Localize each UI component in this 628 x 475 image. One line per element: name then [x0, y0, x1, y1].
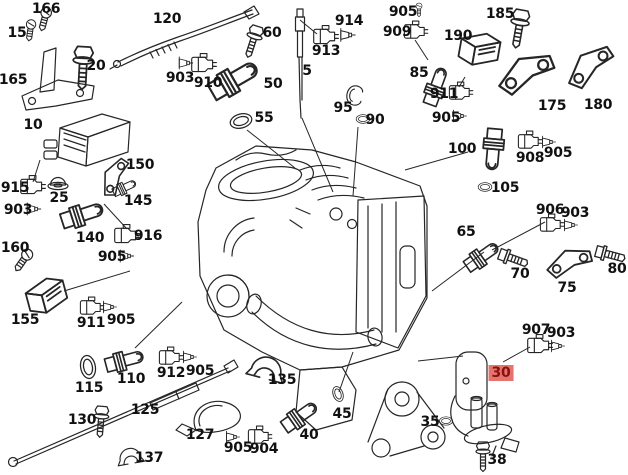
- part-120-sensor-cable: [109, 5, 260, 70]
- boltlong-icon: [239, 23, 266, 61]
- callout-908[interactable]: 908: [515, 150, 545, 166]
- connector-icon: [191, 52, 217, 73]
- bracket-icon: [563, 45, 619, 91]
- callout-115[interactable]: 115: [74, 380, 104, 396]
- sensor-icon: [460, 237, 503, 276]
- callout-904[interactable]: 904: [249, 441, 279, 457]
- callout-160[interactable]: 160: [0, 240, 30, 256]
- part-10-control-unit: [43, 113, 131, 167]
- connector-icon: [158, 346, 184, 365]
- callout-180[interactable]: 180: [583, 97, 613, 113]
- callout-190[interactable]: 190: [443, 28, 473, 44]
- callout-30-selected[interactable]: 30: [488, 365, 514, 381]
- callout-75[interactable]: 75: [557, 280, 577, 296]
- callout-10[interactable]: 10: [23, 117, 43, 133]
- connector-icon: [517, 130, 543, 149]
- callout-911[interactable]: 911: [429, 86, 459, 102]
- callout-140[interactable]: 140: [75, 230, 105, 246]
- callout-50[interactable]: 50: [263, 76, 283, 92]
- module-icon: [22, 273, 71, 318]
- callout-911[interactable]: 911: [76, 315, 106, 331]
- callout-145[interactable]: 145: [123, 193, 153, 209]
- callout-110[interactable]: 110: [116, 371, 146, 387]
- callout-90[interactable]: 90: [365, 112, 385, 128]
- callout-150[interactable]: 150: [125, 157, 155, 173]
- callout-35[interactable]: 35: [420, 414, 440, 430]
- callout-125[interactable]: 125: [130, 402, 160, 418]
- callout-127[interactable]: 127: [185, 427, 215, 443]
- callout-55[interactable]: 55: [254, 110, 274, 126]
- callout-5[interactable]: 5: [302, 63, 312, 79]
- callout-913[interactable]: 913: [311, 43, 341, 59]
- callout-38[interactable]: 38: [487, 452, 507, 468]
- callout-95[interactable]: 95: [333, 100, 353, 116]
- callout-20[interactable]: 20: [86, 58, 106, 74]
- oring-icon: [78, 353, 98, 381]
- callout-60[interactable]: 60: [262, 25, 282, 41]
- part-165-bracket: [21, 47, 95, 111]
- callout-165[interactable]: 165: [0, 72, 28, 88]
- plug-icon: [340, 28, 356, 42]
- callout-905[interactable]: 905: [223, 440, 253, 456]
- oring-icon: [330, 384, 346, 404]
- callout-910[interactable]: 910: [193, 75, 223, 91]
- callout-909[interactable]: 909: [382, 24, 412, 40]
- callout-915[interactable]: 915: [0, 180, 30, 196]
- part-127-cable-holder: [175, 400, 241, 437]
- callout-166[interactable]: 166: [31, 1, 61, 17]
- part-5-glow-plug: [294, 8, 306, 119]
- part-30-pump-assembly: [450, 351, 520, 457]
- callout-905[interactable]: 905: [185, 363, 215, 379]
- part-125-dipstick-tube: [7, 359, 239, 468]
- callout-105[interactable]: 105: [490, 180, 520, 196]
- callout-907[interactable]: 907: [521, 322, 551, 338]
- callout-100[interactable]: 100: [447, 141, 477, 157]
- callout-80[interactable]: 80: [607, 261, 627, 277]
- callout-175[interactable]: 175: [537, 98, 567, 114]
- sensor-icon: [480, 127, 507, 172]
- leader-lines: [32, 19, 546, 393]
- callout-15[interactable]: 15: [7, 25, 27, 41]
- plug-icon: [183, 350, 197, 364]
- callout-914[interactable]: 914: [334, 13, 364, 29]
- callout-903[interactable]: 903: [3, 202, 33, 218]
- engine-illustration: [197, 145, 446, 458]
- callout-85[interactable]: 85: [409, 65, 429, 81]
- callout-905[interactable]: 905: [388, 4, 418, 20]
- bracket-icon: [545, 242, 595, 286]
- callout-905[interactable]: 905: [106, 312, 136, 328]
- callout-25[interactable]: 25: [49, 190, 69, 206]
- callout-903[interactable]: 903: [546, 325, 576, 341]
- oring-icon: [227, 110, 255, 132]
- callout-70[interactable]: 70: [510, 266, 530, 282]
- callout-905[interactable]: 905: [97, 249, 127, 265]
- plug-icon: [178, 56, 194, 70]
- oring-icon: [477, 182, 493, 192]
- callout-135[interactable]: 135: [267, 372, 297, 388]
- callout-65[interactable]: 65: [456, 224, 476, 240]
- callout-130[interactable]: 130: [67, 412, 97, 428]
- connector-icon: [79, 296, 105, 315]
- callout-155[interactable]: 155: [10, 312, 40, 328]
- plug-icon: [551, 339, 565, 353]
- bracket-icon: [497, 50, 557, 100]
- callout-916[interactable]: 916: [133, 228, 163, 244]
- callout-903[interactable]: 903: [560, 205, 590, 221]
- callout-45[interactable]: 45: [332, 406, 352, 422]
- callout-903[interactable]: 903: [165, 70, 195, 86]
- callout-137[interactable]: 137: [134, 450, 164, 466]
- callout-40[interactable]: 40: [299, 427, 319, 443]
- callout-120[interactable]: 120: [152, 11, 182, 27]
- callout-185[interactable]: 185: [485, 6, 515, 22]
- callout-912[interactable]: 912: [156, 365, 186, 381]
- grommet-icon: [47, 176, 69, 191]
- oring-icon: [439, 416, 453, 426]
- callout-905[interactable]: 905: [543, 145, 573, 161]
- callout-905[interactable]: 905: [431, 110, 461, 126]
- callout-906[interactable]: 906: [535, 202, 565, 218]
